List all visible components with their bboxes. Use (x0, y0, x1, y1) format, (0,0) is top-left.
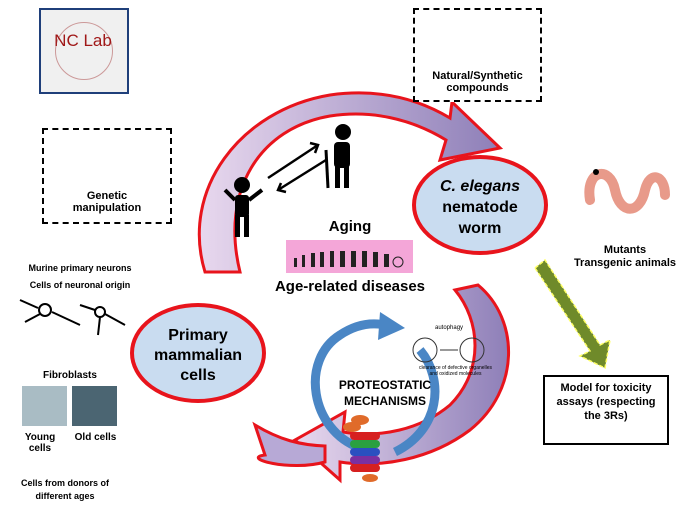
worm-label: C. elegans nematode worm (420, 176, 540, 239)
old-cells-label: Old cells (74, 432, 117, 443)
clearance-label: clearance of defective organelles and ox… (418, 365, 493, 377)
worm-label-line2: nematode (442, 199, 518, 216)
young-person-icon (223, 177, 264, 237)
neurons-icon (19, 299, 126, 336)
mammalian-ellipse (130, 303, 266, 403)
donors-label: Cells from donors of different ages (20, 478, 109, 501)
proteostasis-cycle-arrow (310, 319, 386, 453)
proteostatic-label: PROTEOSTATIC MECHANISMS (330, 377, 440, 409)
proteo-line1: PROTEOSTATIC (338, 378, 432, 392)
toxicity-model-box: Model for toxicity assays (respecting th… (543, 375, 669, 445)
young-cells-image (22, 386, 67, 426)
old-person-icon (324, 124, 351, 189)
genetic-label: Genetic manipulation (72, 190, 142, 214)
bidirectional-arrows-icon (267, 141, 327, 194)
cycle-arrow-top (197, 91, 504, 274)
mutants-label: Mutants Transgenic animals (570, 244, 680, 270)
neuronal-origin-label: Cells of neuronal origin (29, 280, 131, 290)
mammal-line3: cells (180, 367, 216, 384)
old-cells-image (72, 386, 117, 426)
worm-label-line1: C. elegans (439, 178, 521, 195)
aging-silhouettes-icon (294, 251, 404, 268)
cycle-arrow-right (292, 283, 510, 484)
young-cells-label: Young cells (24, 432, 56, 454)
proteo-line2: MECHANISMS (343, 394, 426, 408)
worm-icon (584, 169, 670, 214)
worm-label-line3: worm (458, 220, 502, 237)
nc-lab-logo: NC Lab (39, 8, 129, 94)
compounds-box: Natural/Synthetic compounds (413, 8, 542, 102)
autophagy-label: autophagy (435, 325, 464, 331)
cycle-arrowhead (378, 312, 405, 340)
genetic-box: Genetic manipulation (42, 128, 172, 224)
mammal-line1: Primary (168, 327, 228, 344)
proteasome-icon (343, 415, 380, 482)
mammalian-label: Primary mammalian cells (138, 326, 258, 386)
worm-ellipse (412, 155, 548, 255)
aging-label: Aging (328, 218, 372, 235)
mutants-line1: Mutants (603, 244, 647, 256)
autophagy-diagram (412, 337, 485, 363)
aging-evolution-strip (286, 240, 413, 273)
logo-text: NC Lab (54, 31, 112, 50)
neurons-label: Murine primary neurons (28, 263, 132, 273)
fibroblasts-label: Fibroblasts (43, 370, 97, 381)
age-related-diseases-label: Age-related diseases (274, 278, 426, 295)
mutants-line2: Transgenic animals (573, 257, 677, 269)
proteostasis-cycle-arrow-right (392, 347, 440, 457)
toxicity-model-label: Model for toxicity assays (respecting th… (556, 382, 656, 422)
toxicity-model-arrow (533, 258, 612, 370)
mammal-line2: mammalian (153, 347, 243, 364)
compounds-label: Natural/Synthetic compounds (432, 70, 523, 94)
cycle-arrow-bottom-left (252, 421, 327, 468)
